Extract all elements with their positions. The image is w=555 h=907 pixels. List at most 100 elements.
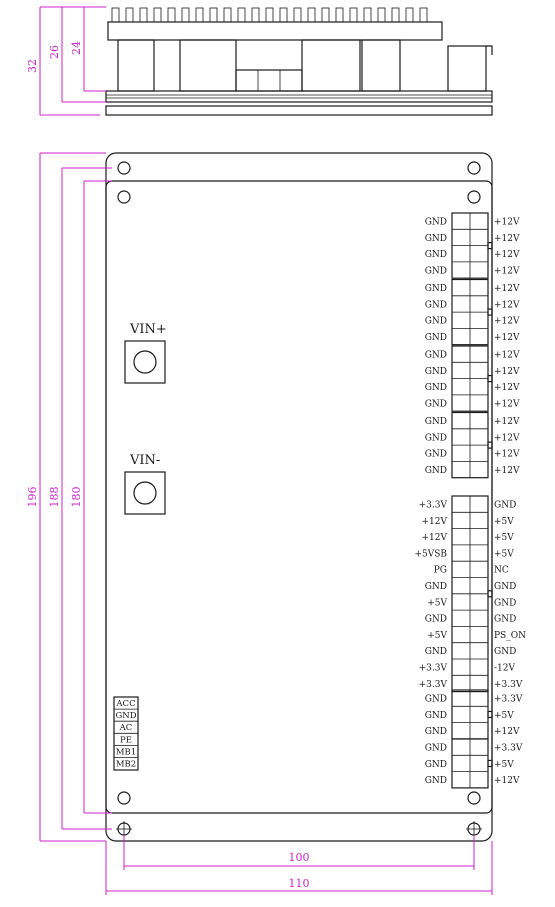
- pin-label-left: GND: [425, 582, 447, 592]
- pin-label-left: GND: [425, 466, 447, 476]
- pin-label-right: +12V: [494, 266, 520, 276]
- heatsink: [107, 7, 443, 92]
- pin-label-left: +5VSB: [414, 549, 447, 559]
- pin-label-right: +12V: [494, 250, 520, 260]
- pin-label-right: +5V: [494, 549, 514, 559]
- heatsink-fin: [405, 7, 414, 23]
- connectors: GND GND GND GND +12V +12V +12V +12V GND GND GND GND…: [414, 212, 526, 789]
- pin-label-left: GND: [425, 300, 447, 310]
- mount-hole-inner-top-right: [467, 190, 481, 204]
- pin-label-left: +3.3V: [419, 501, 448, 511]
- heatsink-fin: [293, 7, 302, 23]
- dim-196-label: 196: [26, 487, 39, 508]
- pin-label-left: GND: [425, 450, 447, 460]
- heatsink-fin: [111, 7, 120, 23]
- pin-label-right: +3.3V: [494, 744, 523, 754]
- component-left: [117, 39, 155, 92]
- pin-label-left: GND: [425, 647, 447, 657]
- heatsink-fin: [251, 7, 260, 23]
- pin-label-left: GND: [425, 615, 447, 625]
- pin-label-right: +12V: [494, 218, 520, 228]
- pin-label-left: +5V: [427, 598, 447, 608]
- heatsink-fin: [419, 7, 428, 23]
- heatsink-fin: [377, 7, 386, 23]
- pin-label-right: +12V: [494, 284, 520, 294]
- signal-label: GND: [115, 711, 136, 721]
- pin-label-right: GND: [494, 615, 516, 625]
- vin-minus-terminal: [124, 471, 166, 515]
- heatsink-fin: [139, 7, 148, 23]
- side-dimensions: 32 26 24: [26, 6, 106, 116]
- signal-label: MB2: [116, 760, 136, 770]
- dim-188-label: 188: [48, 487, 61, 508]
- heatsink-top-band: [107, 21, 443, 41]
- heatsink-fin: [363, 7, 372, 23]
- heatsink-fin: [209, 7, 218, 23]
- pcb-layer: [105, 90, 493, 103]
- pin-label-left: GND: [425, 399, 447, 409]
- heatsink-fin: [349, 7, 358, 23]
- pin-label-right: GND: [494, 582, 516, 592]
- pin-label-right: +12V: [494, 234, 520, 244]
- pin-label-left: +12V: [422, 533, 448, 543]
- pin-label-right: +12V: [494, 417, 520, 427]
- dim-110-label: 110: [289, 877, 310, 890]
- vin-minus-stud: [133, 481, 157, 505]
- pin-label-left: GND: [425, 744, 447, 754]
- pin-label-right: +12V: [494, 450, 520, 460]
- pin-label-left: GND: [425, 711, 447, 721]
- heatsink-fin: [335, 7, 344, 23]
- connector-latch: [487, 710, 493, 719]
- pin-label-left: +3.3V: [419, 680, 448, 690]
- connector-latch: [487, 375, 493, 383]
- side-view: [105, 7, 493, 116]
- pin-label-left: GND: [425, 266, 447, 276]
- pin-label-right: +5V: [494, 760, 514, 770]
- pin-label-left: GND: [425, 317, 447, 327]
- pin-label-left: GND: [425, 433, 447, 443]
- pin-label-left: GND: [425, 727, 447, 737]
- pin-label-right: GND: [494, 501, 516, 511]
- pin-label-right: +12V: [494, 466, 520, 476]
- pin-label-left: GND: [425, 760, 447, 770]
- pin-label-right: GND: [494, 598, 516, 608]
- signal-label: AC: [119, 723, 133, 733]
- pin-label-left: GND: [425, 776, 447, 786]
- heatsink-body: [301, 39, 361, 92]
- heatsink-body: [179, 39, 237, 92]
- pin-label-right: +12V: [494, 727, 520, 737]
- side-connector: [447, 45, 487, 92]
- pin-label-right: GND: [494, 647, 516, 657]
- pin-label-left: PG: [434, 566, 447, 576]
- heatsink-fin: [223, 7, 232, 23]
- pin-label-right: +3.3V: [494, 680, 523, 690]
- pin-label-left: GND: [425, 695, 447, 705]
- pin-label-right: +12V: [494, 317, 520, 327]
- heatsink-fin: [237, 7, 246, 23]
- heatsink-fin: [167, 7, 176, 23]
- connector-latch: [487, 590, 493, 598]
- heatsink-fin: [125, 7, 134, 23]
- heatsink-fin: [195, 7, 204, 23]
- heatsink-fin: [307, 7, 316, 23]
- pin-label-right: +12V: [494, 383, 520, 393]
- signal-label: ACC: [115, 699, 135, 709]
- pin-label-right: PS_ON: [494, 631, 526, 641]
- pin-label-left: GND: [425, 417, 447, 427]
- pin-label-left: GND: [425, 250, 447, 260]
- signal-label: MB1: [116, 747, 136, 757]
- pin-label-left: GND: [425, 367, 447, 377]
- pin-label-left: GND: [425, 234, 447, 244]
- connector-24pin: +3.3V+12V+12V+5VSBPGGND+5VGND+5VGND+3.3V…: [414, 495, 526, 693]
- pin-label-right: +12V: [494, 300, 520, 310]
- pin-label-right: +12V: [494, 367, 520, 377]
- dim-32-label: 32: [26, 59, 39, 73]
- mount-hole-top-right: [467, 161, 481, 175]
- pin-label-left: GND: [425, 383, 447, 393]
- connector-latch: [487, 242, 493, 250]
